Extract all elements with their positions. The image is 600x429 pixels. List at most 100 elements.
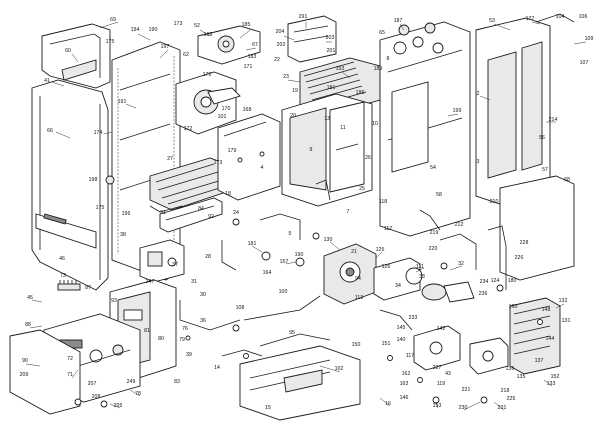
callout-71: 71 xyxy=(67,372,73,378)
callout-91: 91 xyxy=(160,210,166,216)
callout-207: 207 xyxy=(88,381,97,387)
callout-68: 68 xyxy=(564,177,570,183)
callout-180: 180 xyxy=(508,278,517,284)
callout-54: 54 xyxy=(430,165,436,171)
callout-214: 214 xyxy=(549,117,558,123)
callout-168: 168 xyxy=(243,107,252,113)
pipework xyxy=(149,179,507,357)
callout-218: 218 xyxy=(501,388,510,394)
callout-14: 14 xyxy=(214,365,220,371)
callout-225: 225 xyxy=(507,396,516,402)
fan-assembly xyxy=(175,71,241,135)
callout-201: 201 xyxy=(327,48,336,54)
callout-126: 126 xyxy=(382,264,391,270)
callout-247: 247 xyxy=(146,279,155,285)
bottom-pan xyxy=(239,345,361,421)
fittings xyxy=(74,218,543,408)
callout-25: 25 xyxy=(359,186,365,192)
callout-220: 220 xyxy=(429,246,438,252)
callout-179: 179 xyxy=(228,148,237,154)
secondary-valve xyxy=(413,325,461,371)
callout-21: 21 xyxy=(351,249,357,255)
callout-190b: 190 xyxy=(295,252,304,258)
callout-231: 231 xyxy=(498,405,507,411)
plate-heat-exchanger xyxy=(509,297,561,375)
callout-236: 236 xyxy=(479,291,488,297)
callout-233: 233 xyxy=(409,315,418,321)
callout-37: 37 xyxy=(172,262,178,268)
callout-209: 209 xyxy=(20,372,29,378)
callout-93: 93 xyxy=(111,298,117,304)
callout-194: 194 xyxy=(131,27,140,33)
callout-183: 183 xyxy=(248,54,257,60)
callout-106: 106 xyxy=(579,14,588,20)
callout-58: 58 xyxy=(436,192,442,198)
callout-102: 102 xyxy=(335,366,344,372)
callout-142: 142 xyxy=(437,326,446,332)
callout-23: 23 xyxy=(283,74,289,80)
callout-65: 65 xyxy=(379,30,385,36)
callout-291: 291 xyxy=(299,14,308,20)
leader-lines xyxy=(25,21,587,411)
callout-196: 196 xyxy=(122,211,131,217)
callout-140: 140 xyxy=(397,337,406,343)
callout-72: 72 xyxy=(67,356,73,362)
terminal-strip xyxy=(57,280,81,291)
callout-234: 234 xyxy=(480,279,489,285)
callout-117: 117 xyxy=(406,353,414,359)
water-inlet-group xyxy=(469,337,509,375)
callout-202: 202 xyxy=(277,42,286,48)
callout-57: 57 xyxy=(542,167,548,173)
callout-19: 19 xyxy=(292,88,298,94)
callout-3: 3 xyxy=(477,159,480,165)
callout-76: 76 xyxy=(182,326,188,332)
callout-119: 119 xyxy=(437,381,445,387)
pump xyxy=(323,243,377,305)
callout-4: 4 xyxy=(261,165,264,171)
callout-100: 100 xyxy=(279,289,288,295)
callout-41: 41 xyxy=(44,78,50,84)
callout-27: 27 xyxy=(167,156,173,162)
callout-83: 83 xyxy=(174,379,180,385)
callout-198: 198 xyxy=(89,177,98,183)
callout-124: 124 xyxy=(491,278,500,284)
callout-34: 34 xyxy=(395,283,401,289)
callout-175b: 175 xyxy=(96,205,105,211)
casing-top-panel xyxy=(41,23,111,89)
callout-191: 191 xyxy=(118,99,127,105)
callout-145: 145 xyxy=(397,325,406,331)
callout-104: 104 xyxy=(556,14,565,20)
callout-160: 160 xyxy=(509,304,518,310)
callout-18: 18 xyxy=(225,191,231,197)
gas-valve xyxy=(139,239,185,283)
callout-90: 90 xyxy=(22,358,28,364)
callout-150: 150 xyxy=(352,342,361,348)
burner-manifold xyxy=(159,197,223,233)
callout-219: 219 xyxy=(430,230,439,236)
callout-199: 199 xyxy=(453,108,462,114)
callout-174: 174 xyxy=(94,130,103,136)
callout-88: 88 xyxy=(25,322,31,328)
callout-113: 113 xyxy=(355,295,363,301)
callout-53: 53 xyxy=(489,18,495,24)
callout-33: 33 xyxy=(419,274,425,280)
callout-131: 131 xyxy=(562,318,571,324)
right-frame xyxy=(379,21,471,237)
callout-22: 22 xyxy=(274,57,280,63)
callout-66: 66 xyxy=(47,128,53,134)
callout-187: 187 xyxy=(394,18,403,24)
callout-24: 24 xyxy=(233,210,239,216)
callout-107: 107 xyxy=(580,60,589,66)
callout-151: 151 xyxy=(382,341,391,347)
callout-15: 15 xyxy=(265,405,271,411)
callout-208: 208 xyxy=(92,394,101,400)
callout-125: 125 xyxy=(376,247,385,253)
callout-39: 39 xyxy=(186,352,192,358)
callout-226: 226 xyxy=(515,255,524,261)
callout-205: 205 xyxy=(114,403,123,409)
callout-189: 189 xyxy=(374,66,383,72)
callout-227: 227 xyxy=(433,365,442,371)
callout-190: 190 xyxy=(149,27,158,33)
